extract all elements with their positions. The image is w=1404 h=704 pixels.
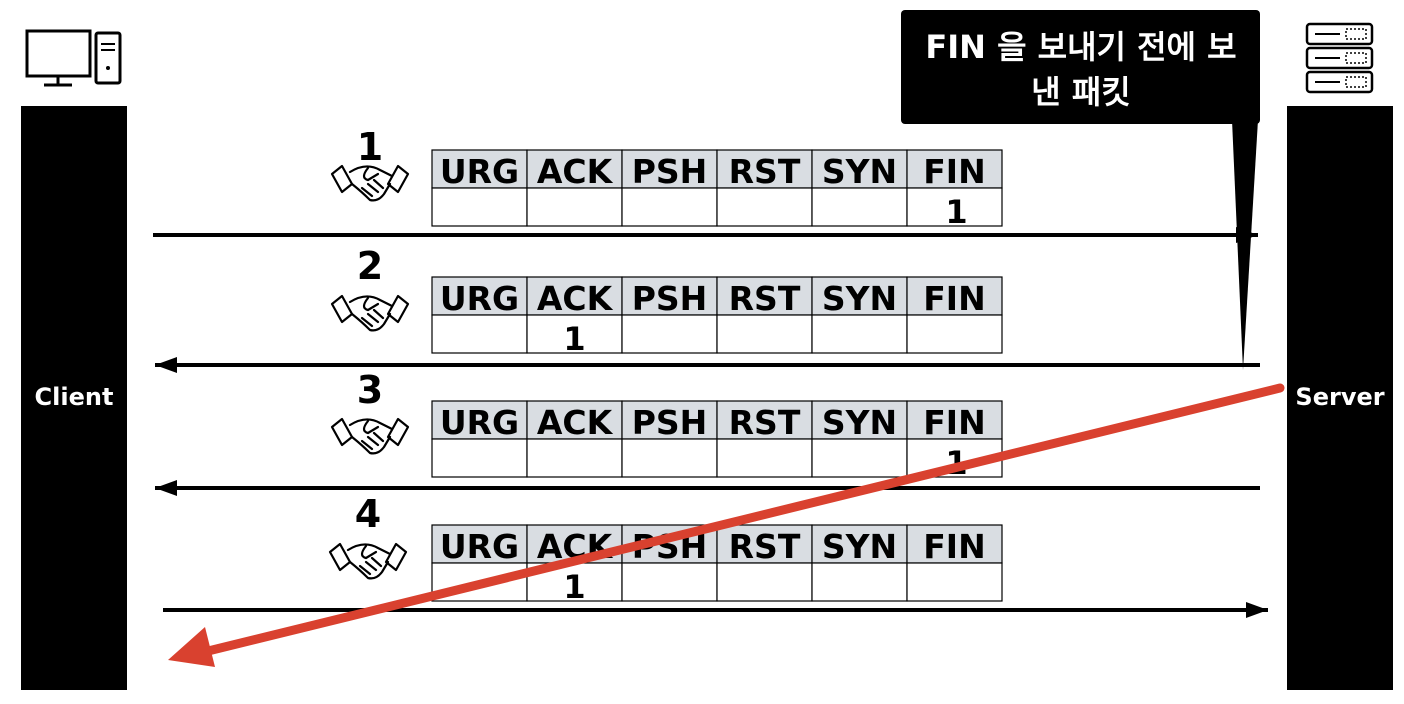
flag-header-cell <box>811 524 908 564</box>
flag-header-urg: URG <box>440 403 519 442</box>
flag-header-cell <box>716 400 813 440</box>
flag-value-cell <box>431 438 528 478</box>
flag-header-rst: RST <box>729 279 801 318</box>
handshake-icon <box>330 164 410 202</box>
flag-value-ack: 1 <box>563 320 585 358</box>
flag-header-rst: RST <box>729 527 801 566</box>
flag-header-cell <box>526 400 623 440</box>
flag-header-rst: RST <box>729 152 801 191</box>
handshake-icon <box>330 417 410 455</box>
flag-value-cell <box>811 187 908 227</box>
flag-value-cell <box>621 314 718 354</box>
step-number: 2 <box>357 244 383 288</box>
arrow-head <box>1236 227 1258 243</box>
server-bar <box>1287 106 1393 690</box>
flag-header-cell <box>906 149 1003 189</box>
flag-value-ack: 1 <box>563 568 585 606</box>
callout-line-2: 낸 패킷 <box>1031 73 1130 111</box>
flag-header-cell <box>906 524 1003 564</box>
flag-header-fin: FIN <box>923 403 985 442</box>
desktop-computer-icon <box>25 29 122 87</box>
callout: FIN 을 보내기 전에 보 낸 패킷 <box>901 10 1260 370</box>
flag-value-cell <box>716 314 813 354</box>
flag-header-ack: ACK <box>537 279 614 318</box>
flag-header-syn: SYN <box>822 527 897 566</box>
flag-header-syn: SYN <box>822 403 897 442</box>
flag-header-cell <box>716 276 813 316</box>
flag-header-cell <box>811 276 908 316</box>
flag-value-cell <box>716 562 813 602</box>
flag-header-cell <box>716 149 813 189</box>
flag-header-cell <box>906 400 1003 440</box>
flag-value-fin: 1 <box>945 193 967 231</box>
flag-header-psh: PSH <box>632 403 708 442</box>
flag-value-cell <box>621 187 718 227</box>
client-bar <box>21 106 127 690</box>
flag-header-cell <box>811 400 908 440</box>
flag-header-urg: URG <box>440 527 519 566</box>
step-number: 1 <box>357 125 383 169</box>
flag-header-cell <box>906 276 1003 316</box>
flag-value-cell <box>621 562 718 602</box>
flag-header-fin: FIN <box>923 527 985 566</box>
arrow-head <box>155 357 177 373</box>
flag-value-cell <box>716 187 813 227</box>
step-3: 3URGACKPSHRSTSYNFIN1 <box>155 368 1260 496</box>
flag-header-fin: FIN <box>923 279 985 318</box>
step-number: 3 <box>357 368 383 412</box>
flag-header-ack: ACK <box>537 152 614 191</box>
flag-header-rst: RST <box>729 403 801 442</box>
flag-value-cell <box>811 438 908 478</box>
arrow-head <box>155 480 177 496</box>
late-packet-arrow <box>168 383 1285 667</box>
flag-header-psh: PSH <box>632 279 708 318</box>
arrow-head <box>1246 602 1268 618</box>
flag-header-cell <box>431 149 528 189</box>
flag-value-cell <box>716 438 813 478</box>
flag-value-cell <box>811 314 908 354</box>
flag-header-fin: FIN <box>923 152 985 191</box>
flag-value-cell <box>526 438 623 478</box>
flag-header-ack: ACK <box>537 403 614 442</box>
flag-header-syn: SYN <box>822 152 897 191</box>
server-label: Server <box>1295 383 1384 411</box>
step-number: 4 <box>355 492 381 536</box>
client-label: Client <box>35 383 114 411</box>
handshake-icon <box>330 294 410 332</box>
flag-value-cell <box>526 187 623 227</box>
flag-header-cell <box>811 149 908 189</box>
flag-header-psh: PSH <box>632 152 708 191</box>
flag-value-cell <box>811 562 908 602</box>
flag-value-cell <box>906 187 1003 227</box>
flag-value-cell <box>906 562 1003 602</box>
flag-value-cell <box>621 438 718 478</box>
flag-value-cell <box>431 187 528 227</box>
callout-line-1: FIN 을 보내기 전에 보 <box>925 28 1236 66</box>
flag-header-urg: URG <box>440 279 519 318</box>
handshake-icon <box>328 542 408 580</box>
server-rack-icon <box>1305 22 1374 94</box>
flag-header-cell <box>431 276 528 316</box>
flag-header-cell <box>526 276 623 316</box>
flag-header-syn: SYN <box>822 279 897 318</box>
flag-header-urg: URG <box>440 152 519 191</box>
flag-value-cell <box>906 314 1003 354</box>
flag-header-cell <box>621 400 718 440</box>
flag-value-cell <box>431 314 528 354</box>
